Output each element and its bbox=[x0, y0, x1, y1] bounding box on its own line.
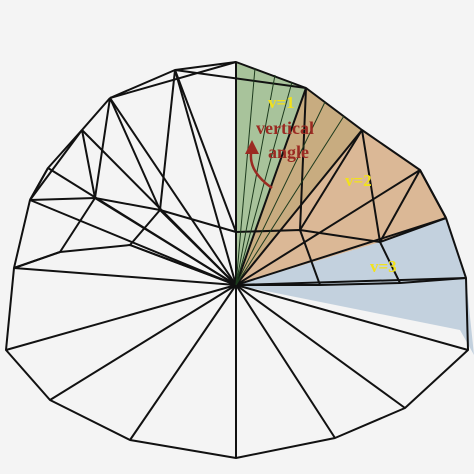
ray bbox=[174, 69, 237, 286]
ray bbox=[235, 217, 447, 286]
subray bbox=[235, 115, 345, 286]
ray bbox=[235, 169, 421, 286]
ray bbox=[235, 284, 336, 439]
facet-2 bbox=[174, 69, 307, 89]
facet-3 bbox=[94, 97, 111, 199]
label-angle: angle bbox=[268, 142, 309, 162]
ray bbox=[13, 267, 237, 286]
label-v1: v=1 bbox=[268, 93, 295, 112]
subray bbox=[235, 101, 326, 286]
ray bbox=[5, 284, 237, 351]
rib-2 bbox=[13, 129, 96, 269]
ray bbox=[129, 284, 237, 441]
ray bbox=[159, 209, 237, 286]
ray bbox=[94, 197, 237, 286]
ray bbox=[235, 284, 469, 351]
dome-wireframe bbox=[5, 61, 469, 459]
sector-v1-subrays bbox=[235, 67, 345, 286]
subray bbox=[235, 81, 293, 286]
angle-arrow-head bbox=[245, 140, 259, 154]
ray bbox=[129, 244, 237, 286]
label-vertical: vertical bbox=[256, 118, 314, 138]
ray bbox=[49, 284, 237, 401]
ray bbox=[235, 277, 467, 286]
ray bbox=[109, 97, 237, 286]
sector-v3 bbox=[236, 218, 474, 355]
subray bbox=[235, 74, 276, 286]
ray bbox=[235, 284, 406, 409]
ray bbox=[235, 129, 363, 286]
rib-7 bbox=[419, 169, 447, 219]
subray bbox=[235, 67, 256, 286]
facet-6 bbox=[379, 169, 421, 243]
facet-4 bbox=[29, 129, 83, 201]
rib-4 bbox=[174, 69, 237, 233]
facet-5 bbox=[299, 129, 363, 231]
ray bbox=[29, 199, 237, 286]
label-v2: v=2 bbox=[345, 171, 372, 190]
facet-7 bbox=[159, 69, 176, 211]
label-v3: v=3 bbox=[370, 257, 397, 276]
